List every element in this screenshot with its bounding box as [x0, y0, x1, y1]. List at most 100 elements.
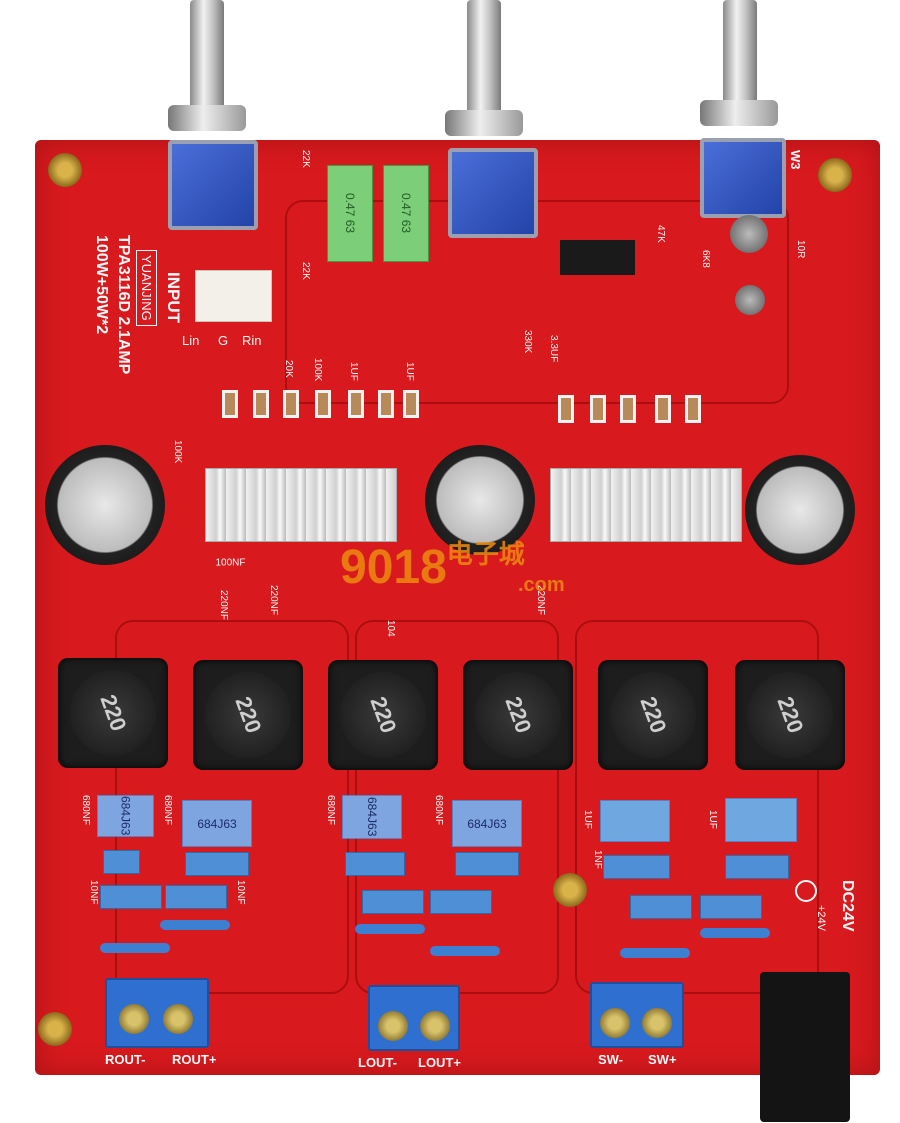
film-capacitor: 684J63	[452, 800, 522, 847]
pot-label: W3	[788, 150, 803, 170]
film-capacitor-green: 0.47 63	[327, 165, 373, 262]
component-label: 47K	[655, 225, 666, 243]
capacitor-small	[185, 852, 249, 876]
electrolytic-capacitor-small	[735, 285, 765, 315]
input-label: INPUT	[164, 272, 183, 323]
output-label-sw-minus: SW-	[598, 1052, 624, 1067]
inductor: 220	[462, 659, 574, 771]
mounting-screw	[818, 158, 852, 192]
capacitor-small	[603, 855, 670, 879]
watermark-cn: 电子城	[446, 539, 525, 569]
component-label: 22K	[300, 262, 311, 280]
potentiometer-left[interactable]	[168, 140, 258, 230]
component-label: 100NF	[215, 557, 246, 569]
cap-label: 10NF	[88, 880, 99, 905]
capacitor-small	[430, 890, 492, 914]
component-label: 220NF	[535, 585, 546, 616]
film-capacitor: 684J63	[182, 800, 252, 847]
watermark-logo: 9018电子城 .com	[340, 539, 565, 596]
dc-power-jack[interactable]	[760, 972, 850, 1122]
smd-component	[620, 395, 636, 423]
component-label: 1UF	[404, 362, 415, 381]
resistor	[160, 920, 230, 930]
capacitor-small	[103, 850, 140, 874]
component-label: 1UF	[348, 362, 359, 381]
model-label: TPA3116D 2.1AMP	[115, 235, 132, 375]
heatsink-right	[550, 468, 742, 542]
potentiometer-mid[interactable]	[448, 148, 538, 238]
output-label-lout-minus: LOUT-	[358, 1055, 397, 1070]
inductor: 220	[192, 659, 304, 771]
cap-label: 10NF	[235, 880, 246, 905]
op-amp-chip	[560, 240, 635, 275]
input-pin-g: G	[218, 333, 229, 348]
inductor-label: 220	[597, 659, 709, 771]
inductor-label: 220	[327, 659, 439, 771]
inductor: 220	[597, 659, 709, 771]
capacitor-small	[455, 852, 519, 876]
component-label: 10R	[795, 240, 806, 259]
component-label: 100K	[312, 358, 323, 382]
pot-shaft-left	[190, 0, 224, 110]
capacitor-small	[165, 885, 227, 909]
electrolytic-capacitor-large	[425, 445, 535, 555]
terminal-right-channel[interactable]	[105, 978, 209, 1048]
brand-label: YUANJING	[136, 250, 157, 326]
smd-component	[283, 390, 299, 418]
component-label: 20K	[283, 360, 294, 378]
input-pin-rin: Rin	[242, 333, 262, 348]
capacitor-small	[630, 895, 692, 919]
inductor: 220	[327, 659, 439, 771]
component-label: 220NF	[268, 585, 279, 616]
smd-component	[378, 390, 394, 418]
capacitor-small	[100, 885, 162, 909]
cap-label: 1NF	[592, 850, 603, 869]
component-label: 104	[385, 620, 396, 637]
capacitor-small	[725, 855, 789, 879]
film-capacitor	[725, 798, 797, 842]
terminal-subwoofer[interactable]	[590, 982, 684, 1048]
component-label: 330K	[522, 330, 533, 354]
input-pin-lin: Lin	[182, 333, 200, 348]
resistor	[355, 924, 425, 934]
inductor-label: 220	[192, 659, 304, 771]
inductor: 220	[734, 659, 846, 771]
power-polarity-label: +24V	[815, 905, 827, 931]
component-label: 6K8	[700, 250, 711, 268]
pot-shaft-mid	[467, 0, 501, 110]
terminal-left-channel[interactable]	[368, 985, 460, 1051]
mounting-screw	[48, 153, 82, 187]
component-label: 3.3UF	[548, 335, 559, 363]
watermark-number: 9018	[340, 541, 447, 594]
pot-nut-left	[168, 105, 246, 131]
smd-component	[558, 395, 574, 423]
capacitor-small	[362, 890, 424, 914]
cap-label: 1UF	[582, 810, 593, 829]
film-capacitor: 684J63	[342, 795, 402, 839]
potentiometer-right[interactable]	[700, 138, 786, 218]
heatsink-left	[205, 468, 397, 542]
electrolytic-capacitor-large	[745, 455, 855, 565]
resistor	[700, 928, 770, 938]
component-label: 100K	[172, 440, 183, 464]
cap-label: 680NF	[325, 795, 336, 826]
smd-component	[348, 390, 364, 418]
resistor	[620, 948, 690, 958]
film-capacitor: 684J63	[97, 795, 154, 837]
inductor: 220	[57, 657, 169, 769]
cap-label: 680NF	[80, 795, 91, 826]
smd-component	[655, 395, 671, 423]
power-label: DC24V	[839, 880, 856, 932]
mounting-screw	[38, 1012, 72, 1046]
smd-component	[253, 390, 269, 418]
smd-component	[590, 395, 606, 423]
inductor-label: 220	[57, 657, 169, 769]
output-label-sw-plus: SW+	[648, 1052, 677, 1067]
output-label-lout-plus: LOUT+	[418, 1055, 461, 1070]
pot-shaft-right	[723, 0, 757, 105]
input-connector[interactable]	[195, 270, 272, 322]
mounting-screw	[553, 873, 587, 907]
electrolytic-capacitor-large	[45, 445, 165, 565]
capacitor-small	[700, 895, 762, 919]
resistor	[100, 943, 170, 953]
